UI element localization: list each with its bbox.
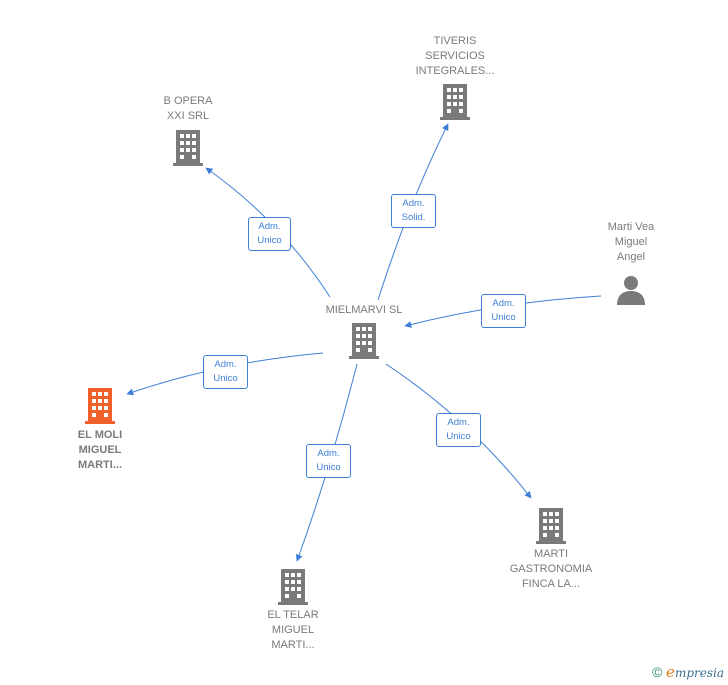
node-tiveris[interactable]: TIVERIS SERVICIOS INTEGRALES... xyxy=(400,34,510,120)
node-gastro[interactable]: MARTI GASTRONOMIA FINCA LA... xyxy=(496,508,606,592)
node-bopera-label: B OPERA XXI SRL xyxy=(163,95,213,122)
building-icon xyxy=(173,130,203,166)
copyright-icon: © xyxy=(652,664,663,680)
node-bopera[interactable]: B OPERA XXI SRL xyxy=(138,94,238,166)
footer-brand[interactable]: © empresia xyxy=(652,663,724,681)
node-center-label: MIELMARVI SL xyxy=(325,304,403,316)
edge-label-eltelar: Adm. Unico xyxy=(306,444,351,478)
edge-label-tiveris: Adm. Solid. xyxy=(391,194,436,228)
node-elmoli-label: EL MOLI MIGUEL MARTI... xyxy=(77,429,123,471)
node-center[interactable]: MIELMARVI SL xyxy=(314,303,414,359)
building-icon xyxy=(349,323,379,359)
brand-logo: empresia xyxy=(666,663,724,681)
node-marti-label: Marti Vea Miguel Angel xyxy=(607,221,655,263)
building-icon xyxy=(85,388,115,424)
building-icon xyxy=(440,84,470,120)
building-icon xyxy=(278,569,308,605)
node-eltelar-label: EL TELAR MIGUEL MARTI... xyxy=(267,609,319,651)
node-eltelar[interactable]: EL TELAR MIGUEL MARTI... xyxy=(243,569,343,653)
node-marti[interactable]: Marti Vea Miguel Angel xyxy=(586,220,676,305)
edge-label-marti: Adm. Unico xyxy=(481,294,526,328)
node-tiveris-label: TIVERIS SERVICIOS INTEGRALES... xyxy=(415,35,495,77)
node-elmoli[interactable]: EL MOLI MIGUEL MARTI... xyxy=(50,388,150,473)
edge-label-bopera: Adm. Unico xyxy=(248,217,291,251)
edge-label-gastro: Adm. Unico xyxy=(436,413,481,447)
edge-label-elmoli: Adm. Unico xyxy=(203,355,248,389)
building-icon xyxy=(536,508,566,544)
person-icon xyxy=(617,276,645,305)
node-gastro-label: MARTI GASTRONOMIA FINCA LA... xyxy=(509,548,593,590)
